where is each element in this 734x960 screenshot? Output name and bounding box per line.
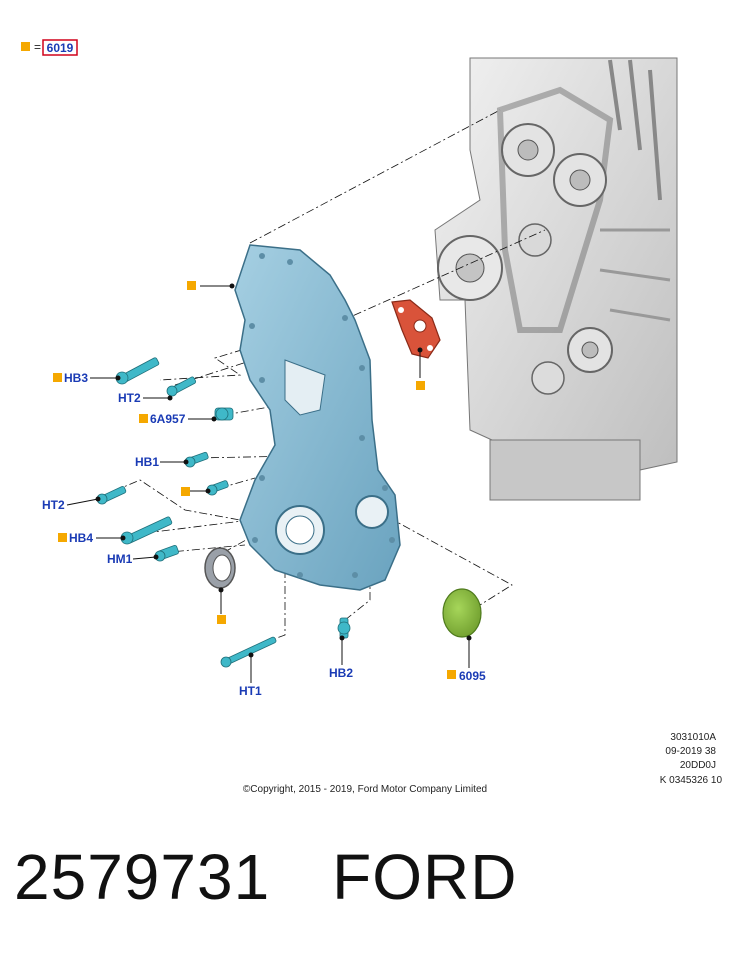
engine-block-illustration bbox=[434, 57, 678, 501]
meta-line-3: 20DD0J bbox=[680, 760, 716, 771]
bolt-extra bbox=[206, 480, 229, 496]
square-icon bbox=[187, 281, 196, 290]
diagram-metadata: 3031010A 09-2019 38 20DD0J K 0345326 10 … bbox=[243, 732, 723, 795]
copyright-notice: ©Copyright, 2015 - 2019, Ford Motor Comp… bbox=[243, 784, 487, 795]
bolt-ht1 bbox=[220, 636, 277, 668]
bolt-hb3 bbox=[115, 357, 160, 385]
meta-line-4: K 0345326 10 bbox=[660, 775, 723, 786]
legend-code[interactable]: 6019 bbox=[47, 41, 74, 55]
part-labels: HB3 HT2 6A957 HB1 HT2 HB4 HM1 HT1 HB2 60… bbox=[42, 371, 486, 698]
crankshaft-seal bbox=[204, 547, 236, 589]
part-caption: 2579731 FORD bbox=[14, 840, 517, 914]
label-hm1[interactable]: HM1 bbox=[107, 552, 133, 566]
label-hb1[interactable]: HB1 bbox=[135, 455, 159, 469]
label-ht2-lower[interactable]: HT2 bbox=[42, 498, 65, 512]
label-hb3[interactable]: HB3 bbox=[64, 371, 88, 385]
brand-name: FORD bbox=[332, 841, 518, 913]
meta-line-1: 3031010A bbox=[670, 732, 716, 743]
bolt-hm1 bbox=[154, 544, 179, 562]
square-icon bbox=[416, 381, 425, 390]
label-ht2-upper[interactable]: HT2 bbox=[118, 391, 141, 405]
square-icon bbox=[53, 373, 62, 382]
bolts bbox=[96, 357, 351, 668]
legend-equals: = bbox=[34, 40, 41, 54]
meta-line-2: 09-2019 38 bbox=[665, 746, 716, 757]
square-icon bbox=[217, 615, 226, 624]
bolt-hb2 bbox=[337, 617, 351, 639]
legend-code-box bbox=[42, 39, 78, 56]
timing-cover bbox=[234, 244, 401, 591]
part-number: 2579731 bbox=[14, 841, 271, 913]
bolt-hb4 bbox=[120, 516, 173, 545]
leaders bbox=[66, 283, 472, 683]
plug-part bbox=[442, 588, 482, 638]
bolt-6a957 bbox=[214, 407, 234, 421]
label-ht1[interactable]: HT1 bbox=[239, 684, 262, 698]
legend: = 6019 bbox=[21, 39, 78, 56]
bolt-ht2-b bbox=[96, 486, 127, 505]
label-hb2[interactable]: HB2 bbox=[329, 666, 353, 680]
bolt-ht2-a bbox=[166, 376, 197, 397]
square-icon bbox=[181, 487, 190, 496]
label-6095[interactable]: 6095 bbox=[459, 669, 486, 683]
label-hb4[interactable]: HB4 bbox=[69, 531, 93, 545]
square-icon bbox=[139, 414, 148, 423]
gasket bbox=[391, 299, 441, 359]
square-icon bbox=[58, 533, 67, 542]
bolt-hb1 bbox=[184, 451, 209, 468]
label-6a957[interactable]: 6A957 bbox=[150, 412, 186, 426]
square-icon bbox=[447, 670, 456, 679]
highlight-squares bbox=[53, 281, 456, 679]
legend-square-icon bbox=[21, 42, 30, 51]
